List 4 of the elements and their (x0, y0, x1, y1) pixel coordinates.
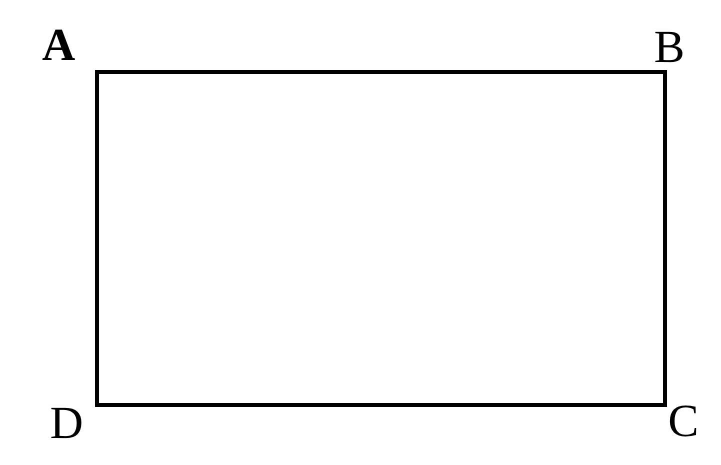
vertex-label: B (654, 24, 685, 70)
vertex-label: C (668, 398, 699, 444)
vertex-label: A (42, 22, 76, 68)
vertex-label: D (50, 400, 84, 446)
